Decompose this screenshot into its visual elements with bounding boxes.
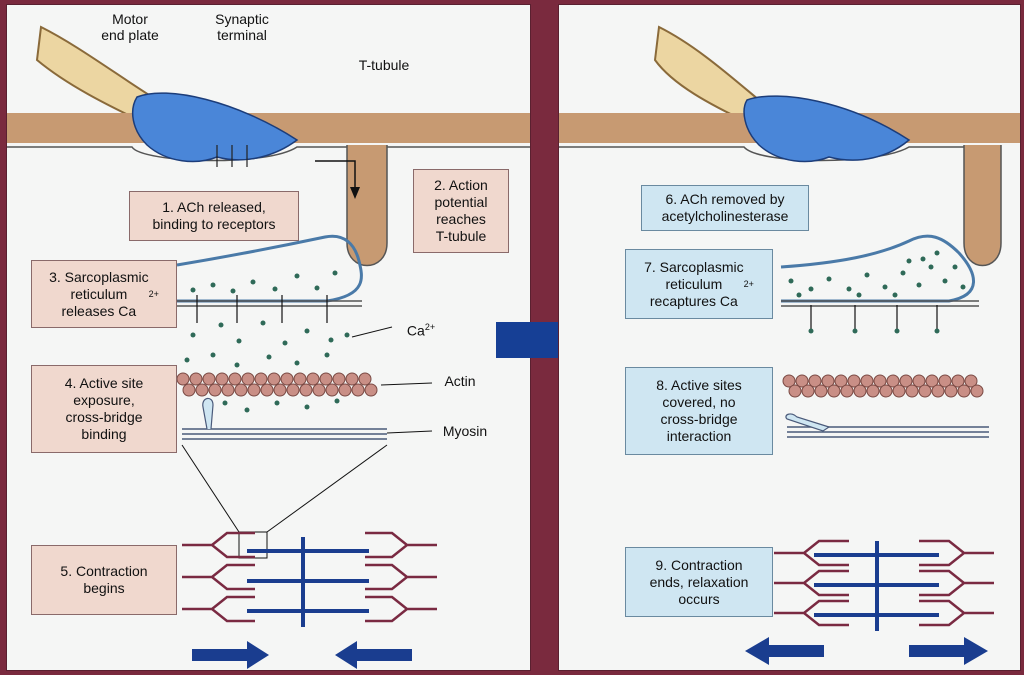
ca-text: Ca bbox=[406, 322, 425, 339]
right-arrow-icon bbox=[192, 641, 269, 669]
myosin-filament bbox=[182, 428, 387, 440]
sarcoplasmic-reticulum bbox=[780, 234, 975, 303]
thin-filaments bbox=[774, 539, 994, 627]
actin-filament bbox=[782, 374, 984, 398]
step-5-box: 5. Contraction begins bbox=[31, 545, 177, 615]
ca-superscript: 2+ bbox=[424, 322, 436, 332]
t-tubule bbox=[963, 145, 1002, 267]
ach-release-arrows bbox=[216, 145, 248, 167]
label-motor-end-plate: Motor end plate bbox=[101, 11, 159, 43]
relaxation-diagram bbox=[559, 25, 1020, 665]
calcium-uptake-arrows bbox=[810, 305, 938, 330]
panel-relaxation: 6. ACh removed by acetylcholinesterase 7… bbox=[558, 4, 1021, 671]
calcium-release-arrows bbox=[196, 295, 328, 323]
synaptic-terminal bbox=[131, 92, 299, 163]
left-arrow-icon bbox=[335, 641, 412, 669]
actin-filament bbox=[176, 372, 378, 397]
t-tubule bbox=[346, 145, 388, 267]
step-4-box: 4. Active site exposure, cross-bridge bi… bbox=[31, 365, 177, 453]
sarcoplasmic-reticulum bbox=[176, 234, 363, 303]
label-synaptic-terminal: Synaptic terminal bbox=[215, 11, 269, 43]
thick-filaments bbox=[247, 537, 369, 627]
calcium-ions bbox=[788, 250, 966, 298]
step-9-box: 9. Contraction ends, relaxation occurs bbox=[625, 547, 773, 617]
thin-filaments bbox=[182, 531, 437, 623]
step-6-box: 6. ACh removed by acetylcholinesterase bbox=[641, 185, 809, 231]
thick-filaments bbox=[814, 541, 939, 631]
label-actin: Actin bbox=[444, 373, 476, 389]
step-1-box: 1. ACh released, binding to receptors bbox=[129, 191, 299, 241]
myosin-head bbox=[785, 413, 831, 432]
step-7-text: 7. Sarcoplasmic reticulum recaptures Ca bbox=[644, 258, 744, 309]
step-8-box: 8. Active sites covered, no cross-bridge… bbox=[625, 367, 773, 455]
label-myosin: Myosin bbox=[442, 423, 488, 439]
synaptic-terminal bbox=[743, 95, 911, 163]
right-arrow-icon bbox=[909, 637, 988, 665]
step-2-box: 2. Action potential reaches T-tubule bbox=[413, 169, 509, 253]
myosin-head bbox=[202, 397, 214, 430]
label-t-tubule: T-tubule bbox=[358, 57, 410, 73]
step-7-superscript: 2+ bbox=[743, 278, 754, 289]
step-3-superscript: 2+ bbox=[148, 288, 159, 299]
nerve-axon bbox=[653, 25, 761, 125]
label-ca: Ca2+ bbox=[401, 319, 441, 339]
step-3-text: 3. Sarcoplasmic reticulum releases Ca bbox=[49, 268, 149, 319]
calcium-ions bbox=[184, 270, 350, 413]
left-arrow-icon bbox=[745, 637, 824, 665]
panel-contraction: Motor end plate Synaptic terminal T-tubu… bbox=[6, 4, 531, 671]
contraction-diagram bbox=[7, 25, 530, 669]
